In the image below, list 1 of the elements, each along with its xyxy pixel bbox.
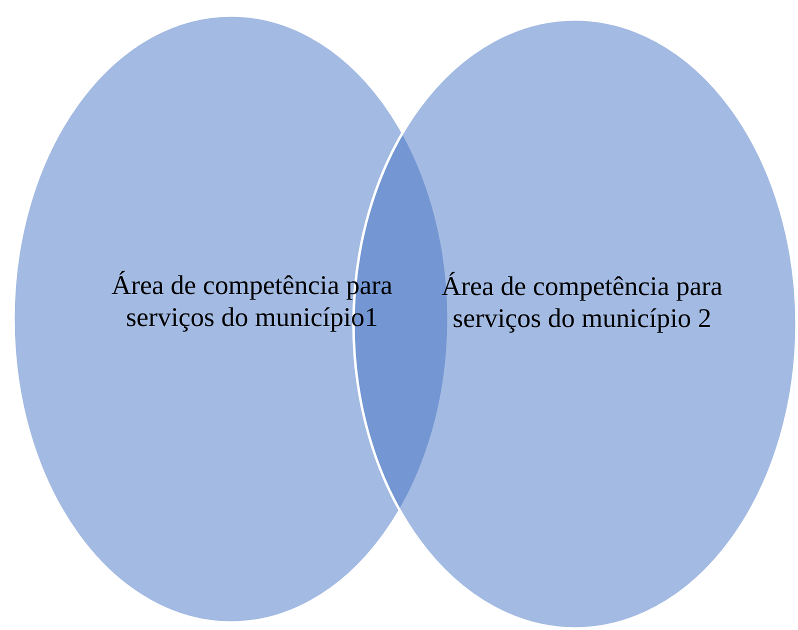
ellipse-label: Área de competência para serviços do município 2 bbox=[440, 270, 724, 334]
